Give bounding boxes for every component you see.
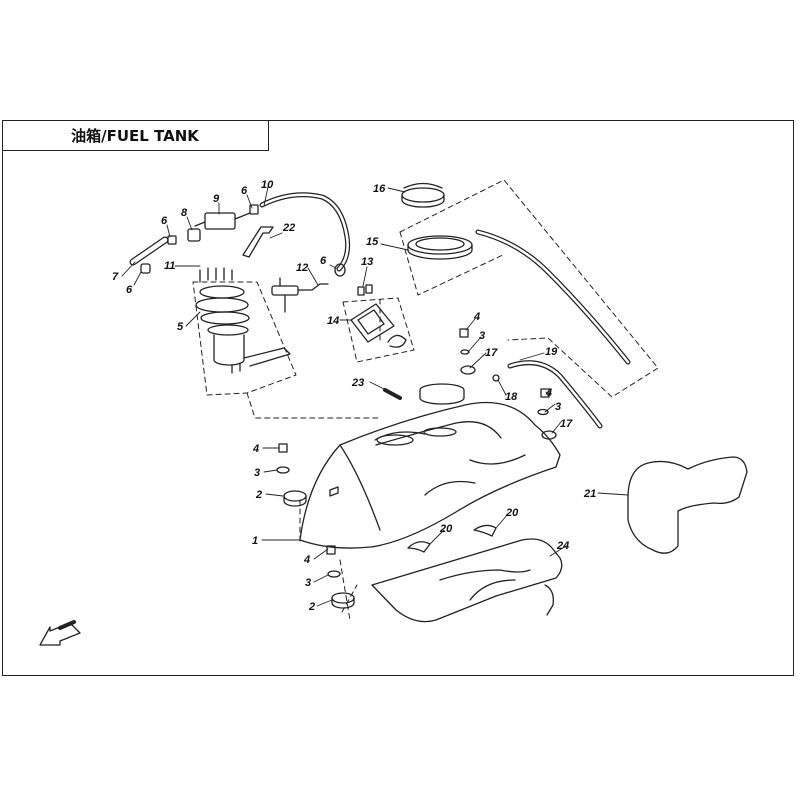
- callout-4: 4: [303, 554, 310, 566]
- callout-21: 21: [583, 488, 596, 500]
- vent-hose-10: [259, 192, 351, 272]
- callout-24: 24: [556, 540, 569, 552]
- bracket-22: [242, 226, 274, 258]
- callout-14: 14: [327, 315, 339, 327]
- callout-23: 23: [351, 377, 364, 389]
- callout-2: 2: [308, 601, 315, 613]
- callout-19: 19: [545, 346, 558, 358]
- callout-4: 4: [252, 443, 259, 455]
- callout-15: 15: [366, 236, 379, 248]
- callout-12: 12: [296, 262, 308, 274]
- callout-3: 3: [555, 401, 561, 413]
- front-direction-arrow: [39, 620, 81, 646]
- valve-12: [271, 263, 346, 313]
- rubber-pads-20: [407, 524, 497, 553]
- filler-ring: [407, 235, 473, 260]
- callout-4: 4: [545, 387, 552, 399]
- fuel-pump-assembly: [195, 267, 291, 374]
- callout-5: 5: [177, 321, 184, 333]
- fuel-hose-7: [129, 236, 169, 266]
- fuel-filter: [140, 204, 259, 274]
- overflow-hose-19: [475, 229, 631, 429]
- fuel-cap: [401, 182, 445, 208]
- callout-7: 7: [112, 271, 119, 283]
- callout-8: 8: [181, 207, 188, 219]
- callout-4: 4: [473, 311, 480, 323]
- diagram-title: 油箱/FUEL TANK: [2, 120, 269, 151]
- mounting-hardware-left: [276, 443, 355, 609]
- callout-13: 13: [361, 256, 373, 268]
- callout-22: 22: [282, 222, 295, 234]
- callout-9: 9: [213, 193, 220, 205]
- callout-10: 10: [261, 179, 274, 191]
- callout-17: 17: [560, 418, 573, 430]
- callout-6: 6: [320, 255, 327, 267]
- callout-20: 20: [505, 507, 519, 519]
- callout-3: 3: [254, 467, 260, 479]
- callout-11: 11: [164, 260, 175, 272]
- bracket-14: [350, 284, 407, 348]
- callout-16: 16: [373, 183, 386, 195]
- seat-gasket-21: [627, 456, 748, 554]
- callout-3: 3: [479, 330, 485, 342]
- leader-lines: [121, 186, 629, 607]
- callout-3: 3: [305, 577, 311, 589]
- fuel-tank-tray: [371, 538, 563, 623]
- callout-6: 6: [126, 284, 133, 296]
- callout-20: 20: [439, 523, 453, 535]
- callout-1: 1: [252, 535, 258, 547]
- mounting-hardware-right: [459, 328, 557, 440]
- callout-2: 2: [255, 489, 262, 501]
- dashed-assembly-lines: [192, 179, 659, 621]
- callout-labels: 16 10 6 9 8 6 22 15 7 6 11 12 6 13 5 14 …: [112, 179, 596, 613]
- fuel-tank-body: [299, 383, 561, 549]
- callout-6: 6: [241, 185, 248, 197]
- drawing-frame: [2, 120, 794, 676]
- callout-6: 6: [161, 215, 168, 227]
- callout-18: 18: [505, 391, 518, 403]
- callout-17: 17: [485, 347, 498, 359]
